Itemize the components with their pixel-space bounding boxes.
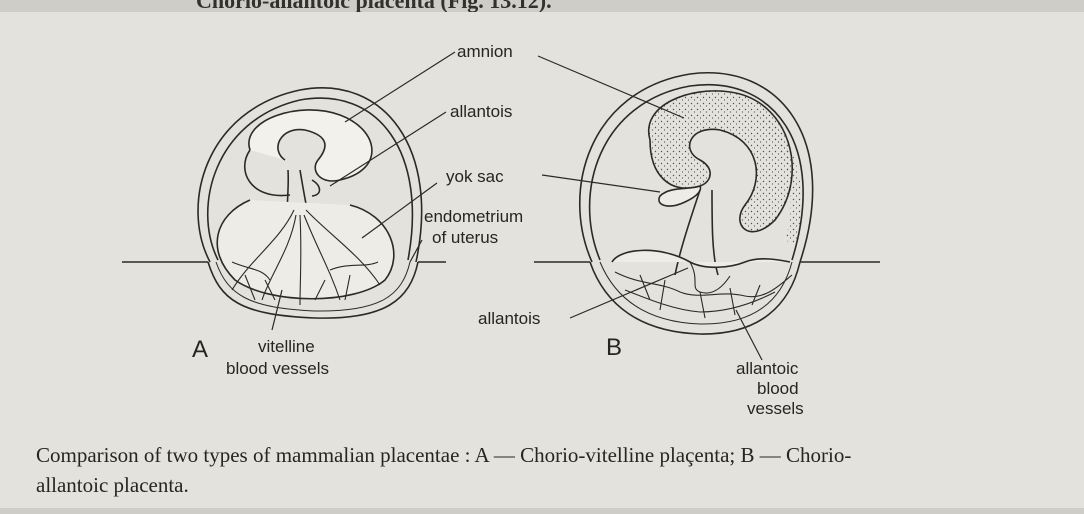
page-bottom-edge (0, 508, 1084, 514)
label-endometrium: endometrium (424, 207, 523, 226)
label-amnion: amnion (457, 42, 513, 61)
label-vessels: vessels (747, 399, 804, 418)
implantation-cup-b (590, 262, 800, 334)
label-blood: blood (757, 379, 799, 398)
panel-label-b: B (606, 334, 622, 361)
label-allantois-bottom: allantois (478, 309, 540, 328)
label-vitelline: vitelline (258, 337, 315, 356)
panel-label-a: A (192, 336, 208, 363)
allantois-sac-b (612, 250, 790, 267)
caption-line-1: Comparison of two types of mammalian pla… (36, 440, 1076, 470)
label-yolk-sac: yok sac (446, 167, 504, 186)
diagram-b (534, 73, 880, 334)
yolk-sac-b (659, 186, 701, 206)
caption-line-2: allantoic placenta. (36, 470, 1076, 500)
yolk-sac-a (217, 200, 394, 299)
label-allantois-top: allantois (450, 102, 512, 121)
figure-caption: Comparison of two types of mammalian pla… (36, 440, 1076, 500)
label-of-uterus: of uterus (432, 228, 498, 247)
label-blood-vessels: blood vessels (226, 359, 329, 378)
label-allantoic: allantoic (736, 359, 799, 378)
diagram-a (122, 88, 446, 318)
